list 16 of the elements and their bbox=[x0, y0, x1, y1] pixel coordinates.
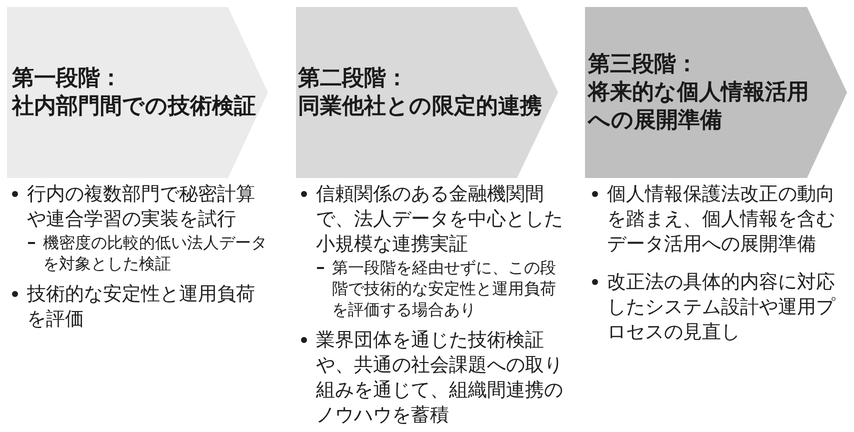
sub-bullet-text: 第一段階を経由せずに、この段階で技術的な安定性と運用負荷を評価する場合あり bbox=[332, 257, 557, 320]
stage-heading: 第三段階： bbox=[588, 50, 698, 78]
bullet-text: 行内の複数部門で秘密計算や連合学習の実装を試行 bbox=[27, 182, 256, 232]
bullet-text: 個人情報保護法改正の動向を踏まえ、個人情報を含むデータ活用への展開準備 bbox=[607, 182, 836, 257]
bullet-text: 技術的な安定性と運用負荷を評価 bbox=[27, 282, 256, 332]
stage-heading: 第二段階： bbox=[298, 64, 408, 92]
stage-title: 社内部門間での技術検証 bbox=[12, 92, 256, 120]
bullet-text: 信頼関係のある金融機関間で、法人データを中心とした小規模な連携実証 bbox=[316, 182, 564, 257]
bullet-text: 改正法の具体的内容に対応したシステム設計や運用プロセスの見直し bbox=[607, 270, 836, 345]
sub-bullet-text: 機密度の比較的低い法人データを対象とした検証 bbox=[43, 232, 268, 274]
stage-title: 将来的な個人情報活用への展開準備 bbox=[588, 78, 810, 134]
stage-heading: 第一段階： bbox=[12, 64, 122, 92]
stage-title: 同業他社との限定的連携 bbox=[298, 92, 542, 120]
chevron-banner bbox=[296, 7, 558, 178]
bullet-text: 業界団体を通じた技術検証や、共通の社会課題への取り組みを通じて、組織間連携のノウハウを蓄積 bbox=[316, 328, 564, 428]
chevron-banner bbox=[585, 7, 847, 178]
